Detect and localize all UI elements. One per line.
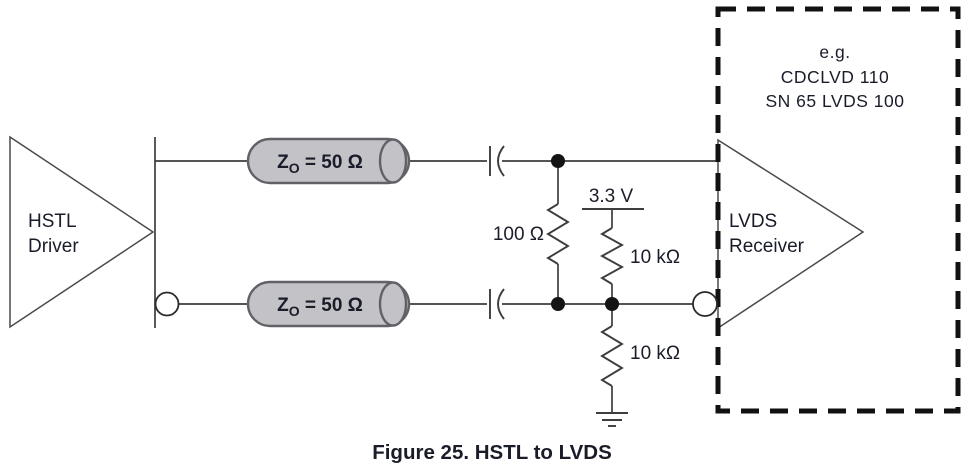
transmission-line-body: [246, 137, 411, 185]
termination-resistor-100ohm: 100 Ω: [493, 161, 570, 304]
coupling-capacitor-bottom-icon: [489, 288, 505, 320]
device-boundary-box: e.g. CDCLVD 110 SN 65 LVDS 100: [715, 6, 961, 414]
resistor-zigzag-icon: [546, 203, 570, 265]
impedance-label-bottom: ZO = 50 Ω: [277, 295, 363, 319]
junction-dots: [551, 154, 619, 311]
junction-dot: [605, 297, 619, 311]
capacitor-curved-plate: [497, 288, 505, 320]
supply-3v3: 3.3 V: [582, 186, 644, 210]
transmission-line-end-cap: [378, 281, 408, 327]
transmission-line-body: [246, 280, 411, 328]
pulldown-resistor-10k: 10 kΩ: [600, 304, 680, 413]
transmission-line-bottom: ZO = 50 Ω: [246, 280, 411, 328]
capacitor-curved-plate: [497, 145, 505, 177]
device-example-note-line3: SN 65 LVDS 100: [766, 91, 905, 111]
dashed-border-icon: [715, 6, 961, 414]
driver-inverted-output-bubble-icon: [154, 291, 180, 317]
receiver-inverted-input-bubble-icon: [692, 291, 718, 317]
lvds-receiver-symbol: LVDS Receiver: [717, 138, 865, 330]
supply-voltage-label: 3.3 V: [589, 186, 634, 207]
ground-icon: [596, 412, 628, 427]
transmission-line-end-cap: [378, 138, 408, 184]
device-example-note-line1: e.g.: [819, 42, 850, 62]
figure-caption: Figure 25. HSTL to LVDS: [372, 441, 612, 464]
junction-dot: [551, 297, 565, 311]
device-example-note-line2: CDCLVD 110: [781, 67, 889, 87]
resistor-zigzag-icon: [600, 227, 624, 285]
impedance-label-top: ZO = 50 Ω: [277, 152, 363, 176]
receiver-triangle-icon: [717, 138, 865, 330]
pullup-resistor-label: 10 kΩ: [630, 247, 680, 268]
transmission-line-top: ZO = 50 Ω: [246, 137, 411, 185]
termination-resistor-label: 100 Ω: [493, 224, 544, 245]
inversion-bubbles: [154, 291, 718, 317]
junction-dot: [551, 154, 565, 168]
driver-triangle-icon: [9, 135, 155, 329]
signal-wires: [155, 160, 718, 305]
resistor-zigzag-icon: [600, 325, 624, 387]
hstl-driver-symbol: HSTL Driver: [9, 135, 156, 329]
pullup-resistor-10k: 10 kΩ: [600, 209, 680, 304]
receiver-label-line1: LVDS: [729, 211, 777, 232]
pulldown-resistor-label: 10 kΩ: [630, 343, 680, 364]
driver-label-line1: HSTL: [28, 211, 77, 232]
receiver-label-line2: Receiver: [729, 236, 805, 257]
driver-label-line2: Driver: [28, 236, 79, 257]
coupling-capacitor-top-icon: [489, 145, 505, 177]
